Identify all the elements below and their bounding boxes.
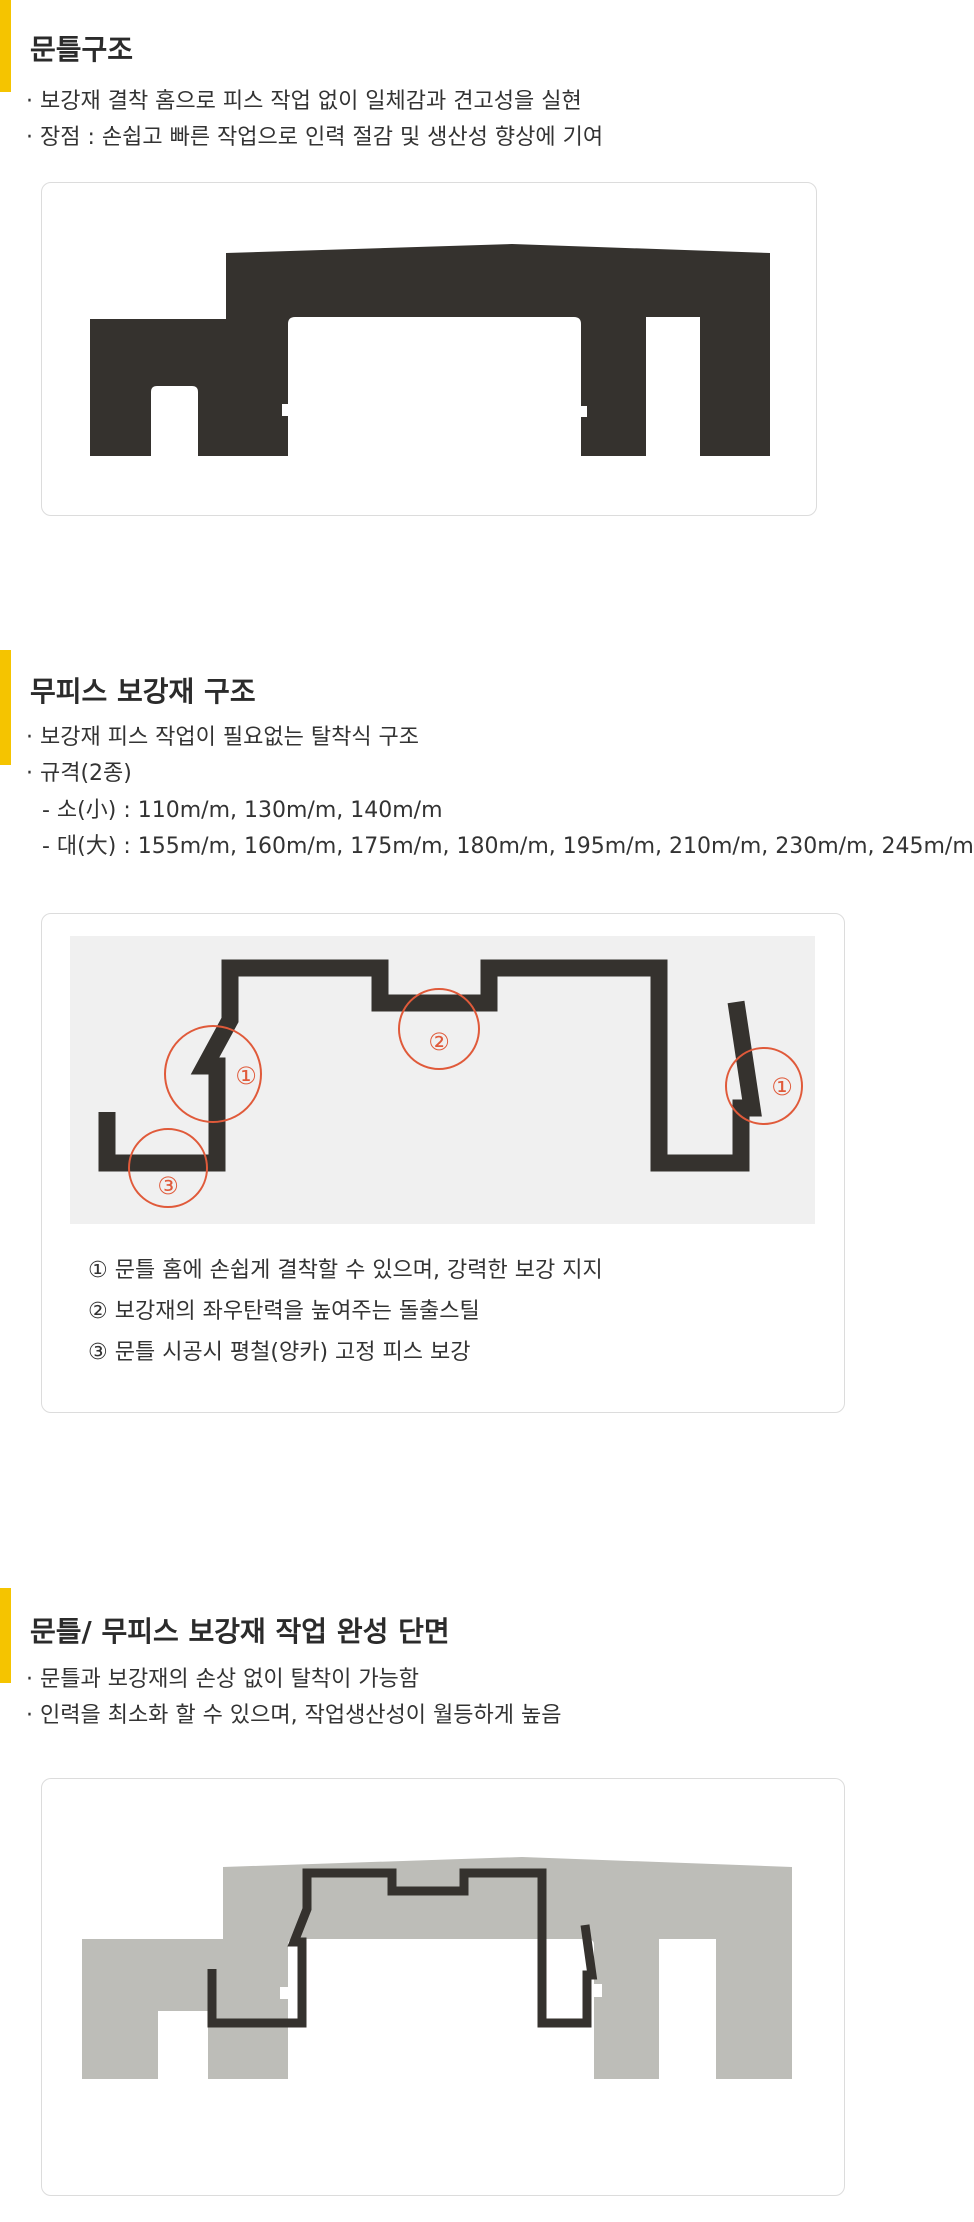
bullet-item: · 보강재 결착 홈으로 피스 작업 없이 일체감과 견고성을 실현 <box>26 89 582 114</box>
svg-text:①: ① <box>771 1073 793 1101</box>
reinforcement-profile <box>98 959 762 1172</box>
legend-note: ③ 문틀 시공시 평철(양카) 고정 피스 보강 <box>88 1340 471 1365</box>
legend-notes: ① 문틀 홈에 손쉽게 결착할 수 있으며, 강력한 보강 지지 ② 보강재의 … <box>88 1250 603 1373</box>
bullet-item: · 인력을 최소화 할 수 있으며, 작업생산성이 월등하게 높음 <box>26 1703 562 1728</box>
reinforcement-profile <box>207 1868 598 2028</box>
spec-item: - 소(小) : 110m/m, 130m/m, 140m/m <box>42 798 443 823</box>
legend-note: ② 보강재의 좌우탄력을 높여주는 돌출스틸 <box>88 1299 480 1324</box>
spec-list: - 소(小) : 110m/m, 130m/m, 140m/m - 대(大) :… <box>42 793 974 865</box>
section-title: 문틀구조 <box>30 33 134 66</box>
assembled-profile-drawing <box>82 1857 792 2079</box>
svg-text:①: ① <box>235 1062 257 1090</box>
bullet-item: · 규격(2종) <box>26 761 132 786</box>
marker-1-left: ① <box>164 1025 262 1123</box>
assembled-figure <box>41 1778 845 2196</box>
section-accent-bar <box>0 1588 11 1683</box>
marker-1-right: ① <box>725 1047 803 1125</box>
marker-3: ③ <box>128 1128 208 1208</box>
marker-2: ② <box>398 988 480 1070</box>
door-frame-figure <box>41 182 817 516</box>
section-assembled-cross-section: 문틀/ 무피스 보강재 작업 완성 단면 · 문틀과 보강재의 손상 없이 탈착… <box>0 1588 965 2222</box>
bullet-list: · 보강재 피스 작업이 필요없는 탈착식 구조 · 규격(2종) <box>26 720 419 792</box>
bullet-list: · 문틀과 보강재의 손상 없이 탈착이 가능함 · 인력을 최소화 할 수 있… <box>26 1662 561 1734</box>
svg-text:③: ③ <box>157 1172 179 1200</box>
reinforcement-profile-drawing: ① ② ① ③ <box>70 936 815 1224</box>
section-door-frame: 문틀구조 · 보강재 결착 홈으로 피스 작업 없이 일체감과 견고성을 실현 … <box>0 0 965 560</box>
door-frame-profile <box>90 244 770 456</box>
spec-item: - 대(大) : 155m/m, 160m/m, 175m/m, 180m/m,… <box>42 834 974 859</box>
legend-note: ① 문틀 홈에 손쉽게 결착할 수 있으며, 강력한 보강 지지 <box>88 1258 603 1283</box>
section-title: 문틀/ 무피스 보강재 작업 완성 단면 <box>30 1615 450 1648</box>
drawing-background <box>70 936 815 1224</box>
section-no-piece-reinforcement: 무피스 보강재 구조 · 보강재 피스 작업이 필요없는 탈착식 구조 · 규격… <box>0 650 974 1450</box>
reinforcement-figure: ① ② ① ③ ① 문틀 홈에 손쉽게 결착할 수 있으며, 강력한 보강 지지… <box>41 913 845 1413</box>
section-accent-bar <box>0 650 11 765</box>
svg-text:②: ② <box>428 1028 450 1056</box>
section-title: 무피스 보강재 구조 <box>30 675 256 708</box>
bullet-item: · 보강재 피스 작업이 필요없는 탈착식 구조 <box>26 725 420 750</box>
bullet-item: · 장점 : 손쉽고 빠른 작업으로 인력 절감 및 생산성 향상에 기여 <box>26 125 604 150</box>
section-accent-bar <box>0 0 11 92</box>
bullet-item: · 문틀과 보강재의 손상 없이 탈착이 가능함 <box>26 1667 420 1692</box>
door-frame-profile-drawing <box>90 244 770 456</box>
bullet-list: · 보강재 결착 홈으로 피스 작업 없이 일체감과 견고성을 실현 · 장점 … <box>26 84 603 156</box>
